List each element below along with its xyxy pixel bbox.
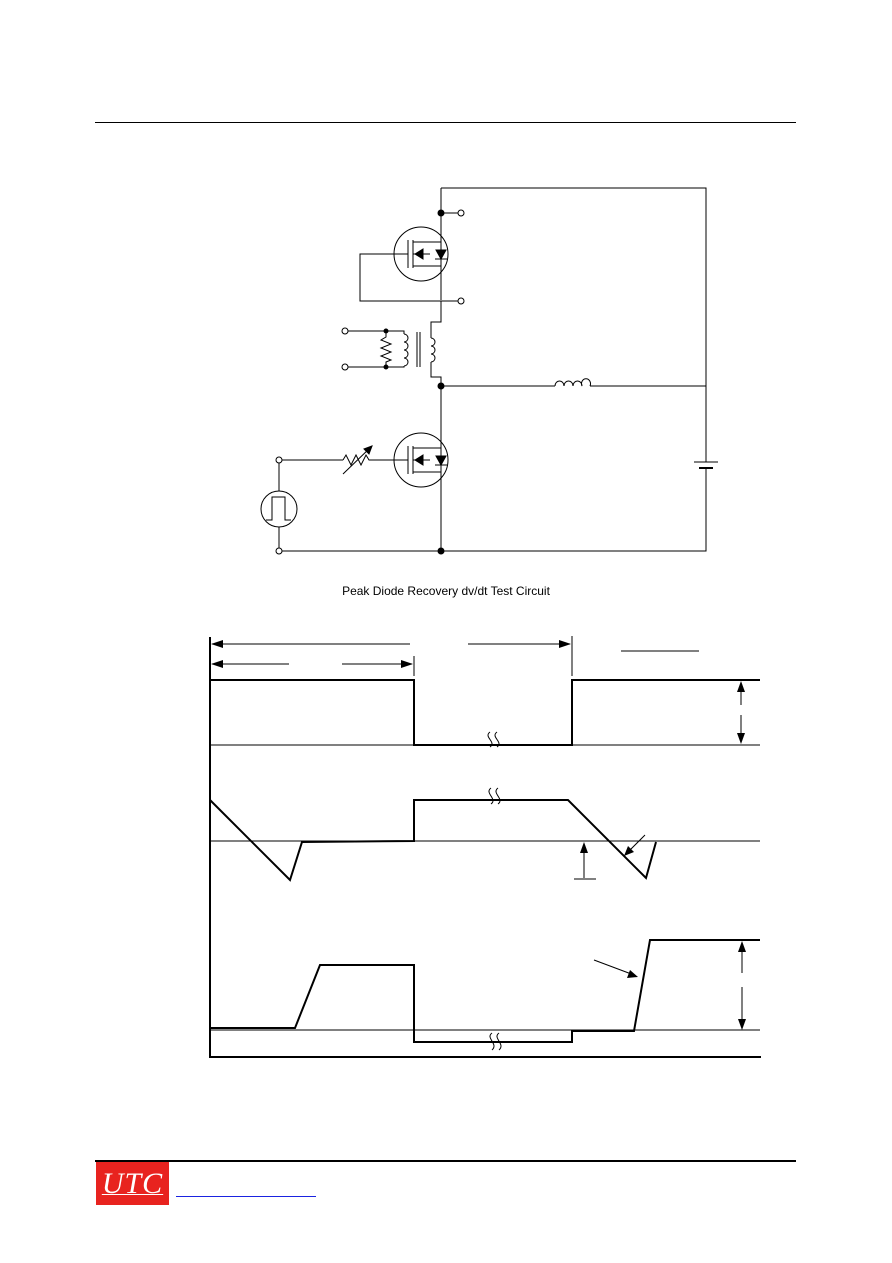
current-transformer [341, 301, 442, 386]
waveform-diagram [209, 636, 761, 1058]
dc-supply [693, 461, 719, 469]
waveform-drain-voltage [210, 939, 760, 1051]
utc-logo: UTC [96, 1162, 169, 1205]
footer-link-underline[interactable] [176, 1196, 316, 1197]
outer-loop-wire [441, 187, 707, 552]
header-rule [95, 122, 796, 123]
waveform-diode-current [209, 787, 760, 882]
inductor [437, 378, 706, 390]
upper-mosfet [359, 188, 465, 305]
footer-rule [95, 1160, 796, 1162]
circuit-caption: Peak Diode Recovery dv/dt Test Circuit [342, 584, 550, 598]
test-circuit-schematic [260, 187, 719, 555]
utc-logo-text: UTC [101, 1166, 164, 1200]
pulse-generator [260, 463, 441, 555]
period-arrows [211, 636, 699, 676]
waveform-gate-drive [210, 679, 760, 748]
